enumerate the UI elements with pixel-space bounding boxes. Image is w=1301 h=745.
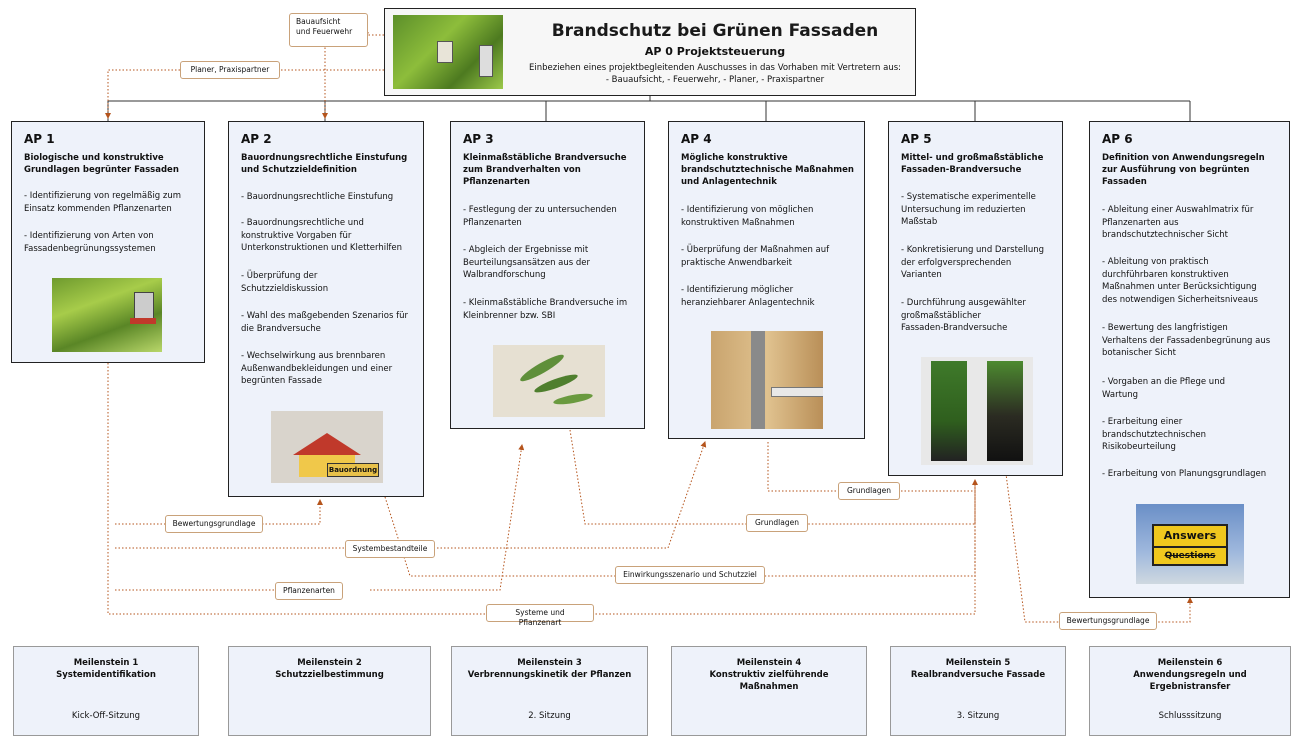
ap-3-heading: Kleinmaßstäbliche Brandversuche zum Bran… [463, 153, 627, 187]
ap-6-box: AP 6 Definition von Anwendungsregeln zur… [1089, 121, 1290, 598]
milestone-3-name: Meilenstein 3 Verbrennungskinetik der Pf… [467, 658, 632, 680]
ap-4-item: - Identifizierung von möglichen konstruk… [681, 205, 814, 228]
ap-1-item: - Identifizierung von Arten von Fassaden… [24, 231, 156, 254]
wood-construction-photo [711, 331, 823, 429]
ap-1-item: - Identifizierung von regelmäßig zum Ein… [24, 191, 182, 214]
milestone-2-name: Meilenstein 2 Schutzzielbestimmung [275, 658, 384, 680]
label-pflanzenarten: Pflanzenarten [275, 582, 343, 600]
milestone-1-name: Meilenstein 1 Systemidentifikation [56, 658, 156, 680]
milestone-1-session: Kick-Off-Sitzung [71, 711, 141, 721]
ap-5-item: - Durchführung ausgewählter großmaßstäbl… [901, 298, 1026, 333]
questions-sign-text: Questions [1152, 546, 1228, 566]
project-header: Brandschutz bei Grünen Fassaden AP 0 Pro… [384, 8, 916, 96]
milestone-3-session: 2. Sitzung [528, 711, 571, 721]
ap-1-heading: Biologische und konstruktive Grundlagen … [24, 153, 179, 175]
ap-2-item: - Bauordnungsrechtliche und konstruktive… [241, 218, 403, 253]
ap-2-heading: Bauordnungsrechtliche Einstufung und Sch… [241, 153, 408, 175]
ap-3-box: AP 3 Kleinmaßstäbliche Brandversuche zum… [450, 121, 645, 429]
ap-5-heading: Mittel- und großmaßstäbliche Fassaden-Br… [901, 153, 1044, 175]
ap-5-item: - Konkretisierung und Darstellung der er… [901, 245, 1045, 280]
ap-1-title: AP 1 [24, 132, 55, 146]
ap-4-box: AP 4 Mögliche konstruktive brandschutzte… [668, 121, 865, 439]
ap-4-title: AP 4 [681, 132, 712, 146]
ap-5-box: AP 5 Mittel- und großmaßstäbliche Fassad… [888, 121, 1063, 476]
page-subtitle: AP 0 Projektsteuerung [644, 45, 786, 58]
ap-6-title: AP 6 [1102, 132, 1133, 146]
ap-4-heading: Mögliche konstruktive brandschutztechnis… [681, 153, 854, 187]
plant-leaves-photo [493, 345, 605, 417]
ap-6-item: - Bewertung des langfristigen Verhaltens… [1102, 323, 1271, 358]
ap-2-item: - Überprüfung der Schutzzieldiskussion [241, 271, 329, 294]
ap-5-item: - Systematische experimentelle Untersuch… [901, 192, 1036, 227]
green-facade-photo [393, 15, 503, 89]
milestone-3: Meilenstein 3 Verbrennungskinetik der Pf… [451, 646, 648, 736]
label-grundlagen: Grundlagen [746, 514, 808, 532]
ap-1-box: AP 1 Biologische und konstruktive Grundl… [11, 121, 205, 363]
ap-2-item: - Wahl des maßgebenden Szenarios für die… [241, 311, 408, 334]
ap-2-title: AP 2 [241, 132, 272, 146]
ap-6-item: - Erarbeitung von Planungsgrundlagen [1102, 469, 1267, 479]
milestone-6-session: Schlusssitzung [1158, 711, 1222, 721]
ap-6-item: - Ableitung von praktisch durchführbaren… [1102, 257, 1258, 305]
ap-6-heading: Definition von Anwendungsregeln zur Ausf… [1102, 153, 1265, 187]
ivy-window-photo [52, 278, 162, 352]
ap-4-item: - Identifizierung möglicher heranziehbar… [681, 285, 815, 308]
bauordnung-sign: Bauordnung [327, 463, 379, 477]
ap-6-item: - Erarbeitung einer brandschutztechnisch… [1102, 417, 1207, 452]
milestone-5-session: 3. Sitzung [956, 711, 1000, 721]
milestone-4: Meilenstein 4 Konstruktiv zielführende M… [671, 646, 867, 736]
label-bewertungsgrundlage: Bewertungsgrundlage [165, 515, 263, 533]
ap-6-item: - Vorgaben an die Pflege und Wartung [1102, 377, 1225, 400]
ap-5-title: AP 5 [901, 132, 932, 146]
label-bewertungsgrundlage: Bewertungsgrundlage [1059, 612, 1157, 630]
ap-2-item: - Bauordnungsrechtliche Einstufung [241, 192, 394, 202]
ap-3-item: - Abgleich der Ergebnisse mit Beurteilun… [463, 245, 591, 280]
ap-3-item: - Festlegung der zu untersuchenden Pflan… [463, 205, 617, 228]
label-systeme-pflanzenart: Systeme und Pflanzenart [486, 604, 594, 627]
ap-4-item: - Überprüfung der Maßnahmen auf praktisc… [681, 245, 830, 268]
answers-questions-sign-photo: Answers Questions [1136, 504, 1244, 584]
milestone-5: Meilenstein 5 Realbrandversuche Fassade … [890, 646, 1066, 736]
label-systembestandteile: Systembestandteile [345, 540, 435, 558]
milestone-5-name: Meilenstein 5 Realbrandversuche Fassade [910, 658, 1046, 680]
ap-3-title: AP 3 [463, 132, 494, 146]
ap-3-item: - Kleinmaßstäbliche Brandversuche im Kle… [463, 298, 628, 321]
milestone-2: Meilenstein 2 Schutzzielbestimmung [228, 646, 431, 736]
milestone-1: Meilenstein 1 Systemidentifikation Kick-… [13, 646, 199, 736]
milestone-4-name: Meilenstein 4 Konstruktiv zielführende M… [709, 658, 829, 692]
ap-6-item: - Ableitung einer Auswahlmatrix für Pfla… [1102, 205, 1254, 240]
page-title: Brandschutz bei Grünen Fassaden [551, 21, 879, 41]
label-grundlagen: Grundlagen [838, 482, 900, 500]
tree-lines [107, 96, 1191, 121]
milestone-6: Meilenstein 6 Anwendungsregeln und Ergeb… [1089, 646, 1291, 736]
fire-test-facade-photo [921, 357, 1033, 465]
label-bauaufsicht: Bauaufsicht und Feuerwehr [289, 13, 368, 47]
label-einwirkungsszenario: Einwirkungsszenario und Schutzziel [615, 566, 765, 584]
ap-2-box: AP 2 Bauordnungsrechtliche Einstufung un… [228, 121, 424, 497]
label-planer: Planer, Praxispartner [180, 61, 280, 79]
house-model-photo: Bauordnung [271, 411, 383, 483]
ap-2-item: - Wechselwirkung aus brennbaren Außenwan… [241, 351, 393, 386]
milestone-6-name: Meilenstein 6 Anwendungsregeln und Ergeb… [1133, 658, 1247, 692]
answers-sign-text: Answers [1152, 524, 1228, 548]
page-description: Einbeziehen eines projektbegleitenden Au… [528, 63, 902, 85]
